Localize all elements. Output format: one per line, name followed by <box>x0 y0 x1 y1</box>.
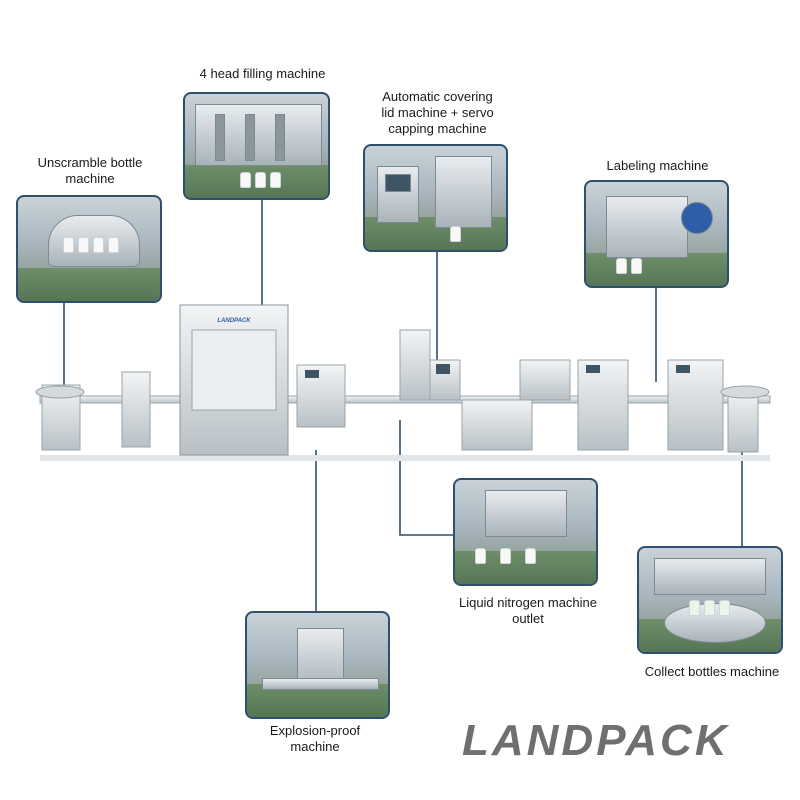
photo-explosion-proof <box>245 611 390 719</box>
nitrogen-unit <box>461 399 533 451</box>
label-nitrogen-outlet: Liquid nitrogen machine outlet <box>458 595 598 626</box>
labeling-unit-2 <box>667 359 724 451</box>
photo-covering-machine <box>363 144 508 252</box>
landpack-logo: LANDPACK <box>462 716 730 765</box>
covering-unit <box>296 364 346 428</box>
photo-unscramble-machine <box>16 195 162 303</box>
photo-filling-machine <box>183 92 330 200</box>
label-explosion-proof: Explosion-proof machine <box>269 723 361 754</box>
logo-area <box>400 690 800 800</box>
collect-unit <box>727 389 759 453</box>
label-unscramble-machine: Unscramble bottle machine <box>37 155 143 186</box>
label-filling-machine: 4 head filling machine <box>199 66 326 81</box>
photo-labeling-machine <box>584 180 729 288</box>
label-covering-machine: Automatic covering lid machine + servo c… <box>381 89 494 136</box>
label-collect-bottles: Collect bottles machine <box>644 664 780 679</box>
machine-brand-plate: LANDPACK <box>217 318 251 324</box>
labeling-unit-1 <box>577 359 629 451</box>
capping-unit <box>399 329 431 401</box>
photo-nitrogen-outlet <box>453 478 598 586</box>
label-labeling-machine: Labeling machine <box>606 158 709 173</box>
photo-collect-bottles <box>637 546 783 654</box>
